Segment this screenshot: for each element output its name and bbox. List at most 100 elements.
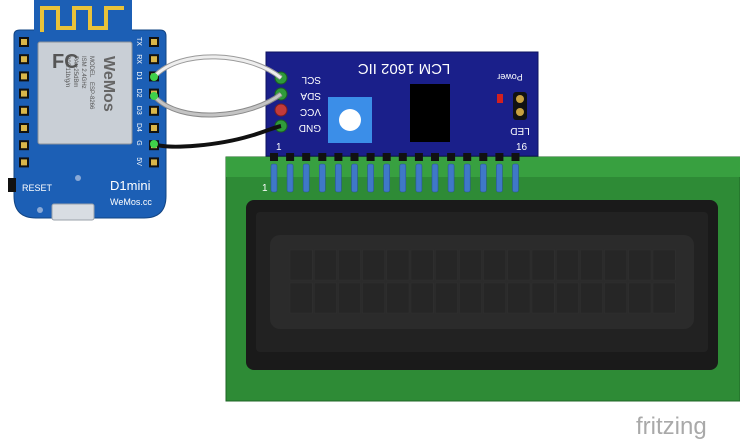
- wemos-left-pin-pad: [21, 39, 27, 45]
- lcd-cell: [313, 282, 337, 314]
- wire-sda: [152, 92, 282, 117]
- lcd-cell: [362, 249, 386, 281]
- i2c-bottom-header: [270, 153, 520, 161]
- wemos-right-pin-label: D4: [135, 123, 142, 132]
- wemos-left-pin-label: D6: [6, 108, 13, 117]
- lcd-cell: [531, 282, 555, 314]
- wemos-right-pin-pad: [151, 39, 157, 45]
- lcd-cell: [313, 249, 337, 281]
- wemos-left-pin-label: D5: [6, 91, 13, 100]
- wemos-right-pin-label: RX: [135, 54, 142, 64]
- lcd-header-pin: [351, 163, 358, 193]
- pin-label-gnd: GND: [299, 122, 321, 133]
- wemos-right-pin-pad: [151, 56, 157, 63]
- lcd-cell: [338, 282, 361, 314]
- pin-label-scl: SCL: [301, 74, 321, 85]
- power-label: Power: [497, 72, 523, 82]
- lcd-header-pin: [318, 163, 326, 193]
- shield-model-label: MODEL: [88, 56, 94, 78]
- i2c-pin-one-label: 1: [276, 142, 282, 153]
- reset-button[interactable]: [8, 178, 16, 192]
- lcd-cell: [410, 249, 434, 281]
- wemos-left-pin-label: D0: [6, 73, 13, 82]
- wire-scl: [152, 55, 282, 80]
- board-url: WeMos.cc: [110, 197, 152, 207]
- wire-end-d2: [150, 92, 158, 100]
- i2c-header-socket: [334, 153, 343, 161]
- lcd-cell: [459, 249, 482, 281]
- wemos-left-pin-label: D8: [6, 142, 13, 151]
- wire-end-g: [150, 140, 158, 148]
- fcc-logo: FC: [52, 51, 79, 73]
- led-label: LED: [510, 125, 529, 136]
- i2c-header-socket: [431, 153, 439, 161]
- lcd-cell: [507, 282, 531, 314]
- wemos-left-pin-pad: [21, 159, 27, 166]
- wemos-left-pin-pad: [21, 90, 27, 97]
- i2c-pin-labels: SCL SDA VCC GND: [299, 74, 321, 133]
- wemos-right-pin-pad: [151, 159, 157, 166]
- lcd-cell: [434, 282, 458, 314]
- lcd-header-pin: [431, 163, 439, 193]
- i2c-header-socket: [511, 153, 520, 161]
- lcd-pin-one-label: 1: [262, 183, 268, 194]
- i2c-header-socket: [302, 153, 311, 161]
- wemos-right-pin-pad: [151, 107, 157, 114]
- lcd-character-grid: [289, 249, 676, 314]
- i2c-header-socket: [382, 153, 391, 161]
- wemos-right-pin-label: 5V: [135, 157, 142, 166]
- i2c-header-socket: [495, 153, 504, 161]
- lcd-cell: [628, 282, 652, 314]
- lcd-cell: [580, 282, 603, 314]
- lcd-cell: [434, 249, 458, 281]
- fritzing-logo: fritzing: [636, 413, 707, 440]
- shield-ism: ISM 2.4GHz: [80, 56, 86, 89]
- lcd-screen: [270, 235, 694, 329]
- lcd-module: 1: [225, 156, 740, 402]
- i2c-module: LCM 1602 IIC Power LED SCL SDA VCC GND 1…: [265, 51, 539, 161]
- wemos-right-pin-label: D3: [135, 106, 142, 115]
- lcd-header-pin: [447, 163, 455, 193]
- lcd-header-pin: [479, 163, 487, 193]
- mount-hole-mid: [75, 175, 81, 181]
- i2c-header-socket: [366, 153, 375, 161]
- lcd-cell: [555, 282, 579, 314]
- i2c-pcb: [265, 51, 539, 157]
- reset-label: RESET: [22, 183, 53, 193]
- pcf8574-chip: [410, 84, 450, 142]
- lcd-cell: [555, 249, 579, 281]
- i2c-header-socket: [270, 153, 278, 161]
- wemos-left-pin-pad: [21, 125, 27, 131]
- lcd-header-pin: [270, 163, 278, 193]
- lcd-header-pin: [302, 163, 310, 193]
- i2c-header-socket: [463, 153, 472, 161]
- wifi-antenna-trace: [40, 6, 124, 32]
- shield-pa: PA +25dBm: [72, 56, 78, 87]
- lcd-cell: [483, 249, 507, 281]
- wemos-right-pin-pad: [151, 125, 157, 131]
- lcd-cell: [289, 249, 313, 281]
- lcd-header-pin: [399, 163, 407, 193]
- i2c-header-socket: [447, 153, 456, 161]
- lcd-header-pins: [270, 163, 519, 193]
- lcd-cell: [531, 249, 555, 281]
- wemos-left-pin-pad: [21, 56, 27, 63]
- lcd-cell: [604, 282, 628, 314]
- wemos-left-pin-pad: [21, 73, 27, 80]
- lcd-cell: [459, 282, 482, 314]
- lcd-cell: [338, 249, 361, 281]
- lcd-header-pin: [415, 163, 423, 193]
- led-jumper-pin-2: [516, 108, 524, 116]
- shield-wifi: 802.11b/g/n: [64, 56, 70, 87]
- wemos-left-pin-label: 3V3: [6, 159, 13, 172]
- lcd-cell: [507, 249, 531, 281]
- lcd-cell: [483, 282, 507, 314]
- i2c-header-socket: [479, 153, 488, 161]
- wemos-left-pin-pad: [21, 142, 27, 149]
- i2c-pin-vcc: [274, 103, 288, 117]
- i2c-header-socket: [414, 153, 423, 161]
- board-name: D1mini: [110, 178, 151, 193]
- lcd-header-pin: [286, 163, 294, 193]
